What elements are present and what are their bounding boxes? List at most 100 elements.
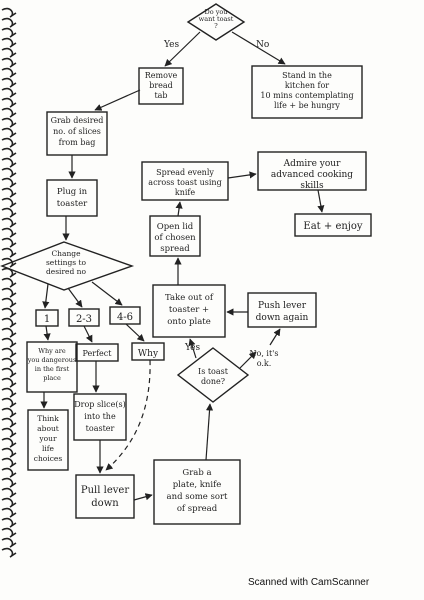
label-line: and some sort xyxy=(167,492,228,502)
label-line: down xyxy=(91,498,119,509)
edge-spread-admire xyxy=(227,171,257,179)
open-lid-box xyxy=(149,215,201,257)
label-line: Change xyxy=(51,249,81,258)
label-line: Remove xyxy=(145,71,178,80)
label-line: across toast using xyxy=(148,178,221,187)
label-why: Why xyxy=(138,349,159,359)
label-line: Why are xyxy=(38,347,66,355)
label-line: Stand in the xyxy=(282,71,332,80)
edge-label-no-toast: No xyxy=(256,40,269,50)
label-line: toaster xyxy=(57,199,88,209)
why-box xyxy=(131,342,165,361)
label-line: down again xyxy=(256,313,309,323)
label-line: Why xyxy=(138,349,159,359)
edge-change-1 xyxy=(42,283,50,309)
label-line: from bag xyxy=(59,138,96,147)
edge-grab-done xyxy=(205,403,214,461)
label-line: advanced cooking xyxy=(271,170,353,180)
grab-plate-box xyxy=(153,459,241,525)
admire-box xyxy=(257,151,367,191)
take-out-box xyxy=(152,284,226,338)
label-line: of chosen xyxy=(154,233,196,243)
edge-openlid-spread xyxy=(175,201,183,217)
edge-done-no xyxy=(239,351,257,369)
edge-done-takeout xyxy=(188,338,197,359)
label-opt-4-6: 4-6 xyxy=(117,312,133,323)
label-line: No, it's xyxy=(250,349,279,358)
label-line: Admire your xyxy=(283,159,341,169)
edge-23-perfect xyxy=(83,325,93,343)
label-line: Drop slice(s) xyxy=(74,400,126,409)
label-line: 4-6 xyxy=(117,312,133,323)
perfect-box xyxy=(75,343,119,362)
edge-label-yes-toast: Yes xyxy=(163,40,179,50)
label-line: Grab a xyxy=(182,468,211,478)
label-line: Think xyxy=(37,414,59,423)
edge-toast-yes xyxy=(164,31,201,67)
label-line: Take out of xyxy=(165,293,214,303)
footer-text: Scanned with CamScanner xyxy=(248,577,370,588)
label-line: life + be hungry xyxy=(274,101,340,110)
label-line: Open lid xyxy=(157,222,194,232)
label-line: done? xyxy=(201,377,225,386)
label-line: Perfect xyxy=(83,349,113,358)
think-choices-box xyxy=(27,409,69,471)
label-plug-toaster: Plug in toaster xyxy=(57,187,88,209)
label-line: Eat + enjoy xyxy=(303,221,362,232)
label-line: in the first xyxy=(35,365,70,373)
label-line: Spread evenly xyxy=(156,168,214,177)
label-opt-2-3: 2-3 xyxy=(76,314,92,325)
label-line: o.k. xyxy=(257,359,272,368)
label-line: kitchen for xyxy=(285,81,329,90)
opt-1-box xyxy=(35,309,59,327)
label-line: Plug in xyxy=(57,187,88,197)
label-line: 1 xyxy=(44,314,50,325)
label-line: desired no xyxy=(46,267,87,276)
edge-change-23 xyxy=(67,287,83,308)
label-line: plate, knife xyxy=(173,480,222,490)
label-line: your xyxy=(38,434,57,443)
label-line: tab xyxy=(154,91,167,100)
label-line: toaster xyxy=(86,424,115,433)
label-line: Do you xyxy=(205,8,228,16)
label-line: about xyxy=(37,424,59,433)
label-line: spread xyxy=(160,244,190,254)
label-line: life xyxy=(42,444,55,453)
label-line: toaster + xyxy=(169,305,209,315)
plug-toaster-box xyxy=(46,179,98,217)
why-dangerous-box xyxy=(26,341,78,393)
edge-46-why xyxy=(125,323,145,342)
label-line: Push lever xyxy=(258,301,307,311)
toast-question-diamond xyxy=(186,3,246,41)
remove-bread-box xyxy=(138,67,184,105)
edge-1-why xyxy=(43,325,51,341)
edge-change-46 xyxy=(91,281,123,306)
connectors xyxy=(40,31,325,501)
label-line: of spread xyxy=(177,504,218,514)
edge-label-yes-done: Yes xyxy=(184,343,200,353)
opt-4-6-box xyxy=(109,306,141,325)
label-perfect: Perfect xyxy=(83,349,113,358)
label-line: want toast xyxy=(199,15,234,23)
spiral-binding xyxy=(1,7,17,558)
label-line: ? xyxy=(214,22,218,30)
label-line: skills xyxy=(300,181,324,191)
label-line: choices xyxy=(34,454,63,463)
label-line: you dangerous xyxy=(27,356,77,364)
spread-evenly-box xyxy=(141,161,229,201)
edge-why-dashed xyxy=(105,359,151,471)
label-line: settings to xyxy=(46,258,87,267)
